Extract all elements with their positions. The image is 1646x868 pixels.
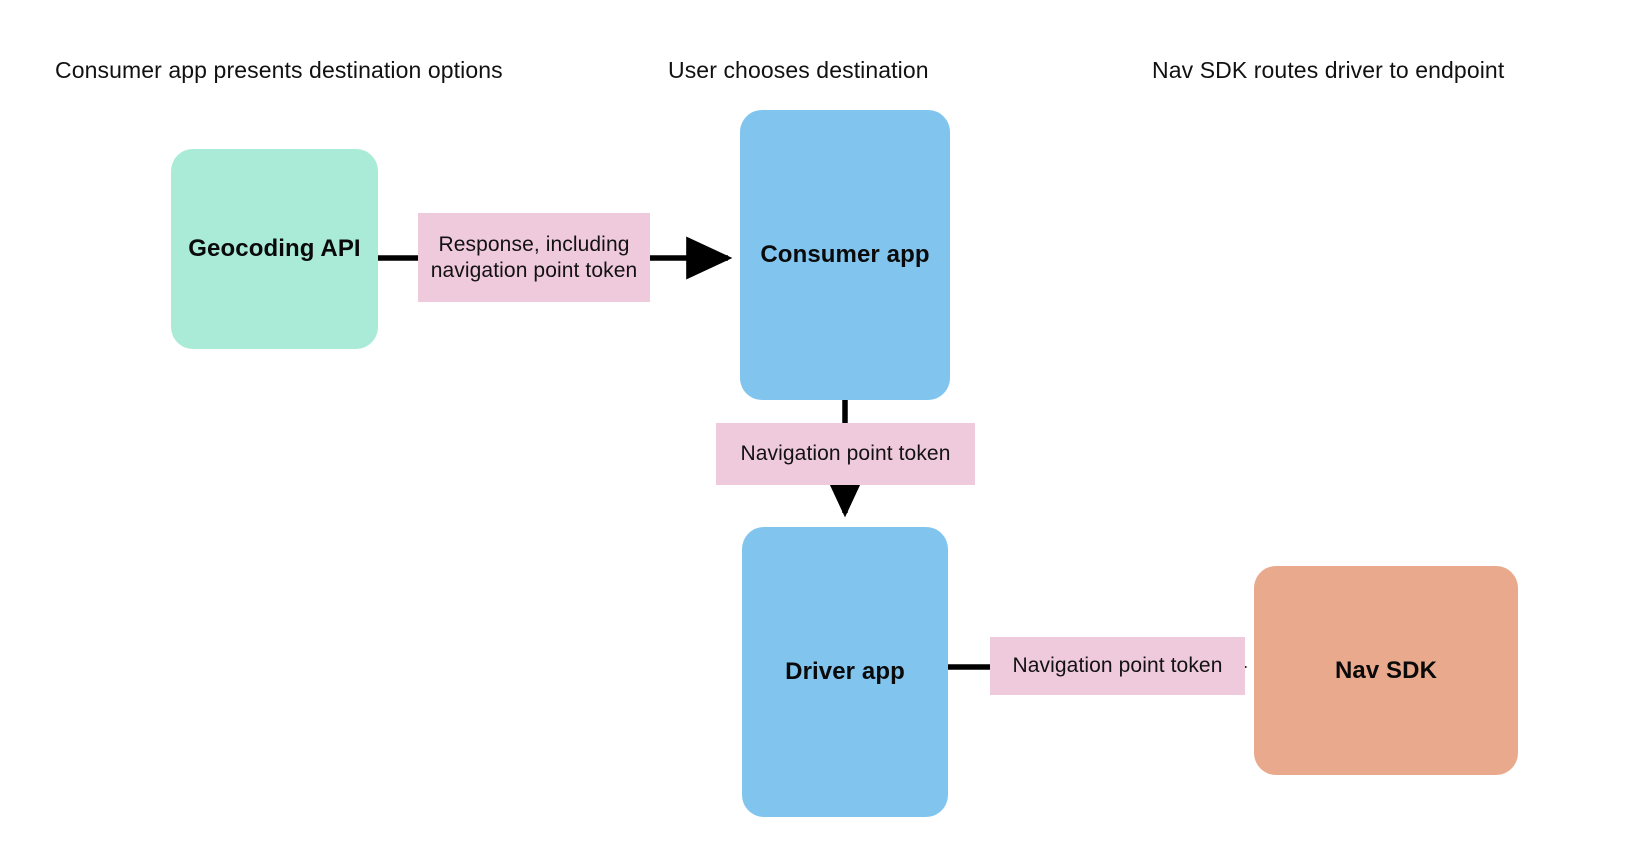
column-heading-consumer-app-presents: Consumer app presents destination option… — [55, 57, 503, 83]
edge-label-navigation-point-token-consumer-to-driver: Navigation point token — [716, 423, 975, 485]
node-driver-app-label: Driver app — [785, 658, 905, 685]
column-heading-user-chooses-destination: User chooses destination — [668, 57, 929, 83]
node-consumer-app-label: Consumer app — [760, 241, 930, 268]
edge-label-navigation-point-token-text-1: Navigation point token — [740, 442, 951, 465]
node-driver-app[interactable]: Driver app — [742, 527, 948, 817]
edge-label-navigation-point-token-driver-to-navsdk: Navigation point token — [990, 637, 1245, 695]
node-nav-sdk[interactable]: Nav SDK — [1254, 566, 1518, 775]
node-consumer-app[interactable]: Consumer app — [740, 110, 950, 400]
node-geocoding-api-label: Geocoding API — [188, 235, 361, 262]
edge-label-response-including-navigation-point-token: Response, including navigation point tok… — [418, 213, 650, 302]
column-heading-nav-sdk-routes-driver: Nav SDK routes driver to endpoint — [1152, 57, 1505, 83]
edge-label-navigation-point-token-text-2: Navigation point token — [1012, 654, 1223, 677]
node-nav-sdk-label: Nav SDK — [1334, 656, 1438, 684]
node-geocoding-api[interactable]: Geocoding API — [171, 149, 378, 349]
edge-label-response-text: Response, including navigation point tok… — [430, 232, 638, 282]
